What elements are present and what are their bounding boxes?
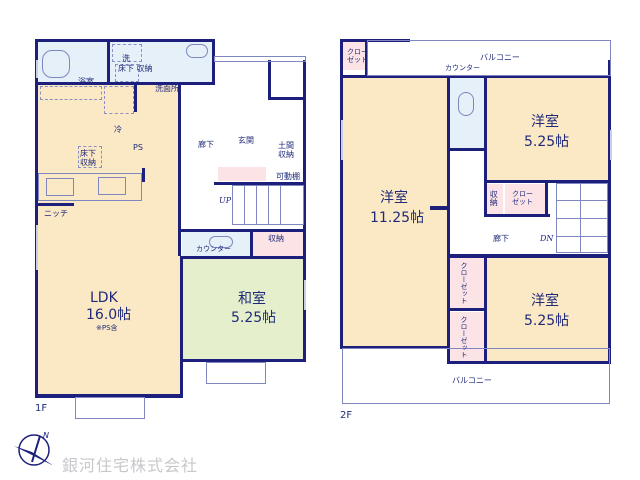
label-yoshitsu-w: 洋室 <box>380 190 408 206</box>
storage-2f <box>485 184 503 214</box>
label-entrance: 玄関 <box>238 136 254 145</box>
label-bath: 浴室 <box>78 77 94 86</box>
label-yoshitsu-se: 洋室 <box>531 293 559 309</box>
label-movable-shelf: 可動棚 <box>276 172 300 181</box>
toilet-icon-2f <box>458 92 474 116</box>
label-ldk-size: 16.0帖 <box>86 307 132 323</box>
kitchen-counter <box>38 173 142 201</box>
underfloor-storage-wash <box>115 64 139 82</box>
closet-2f-top <box>343 42 365 70</box>
label-yoshitsu-w-size: 11.25帖 <box>370 210 425 226</box>
label-underfloor-storage-kitchen: 床下 収納 <box>80 149 96 168</box>
label-closet-top: クロー ゼット <box>347 48 368 65</box>
label-hallway-2f: 廊下 <box>493 234 509 243</box>
label-counter-2f: カウンター <box>445 64 480 72</box>
label-fridge: 冷 <box>114 125 122 134</box>
underfloor-storage-kitchen <box>78 146 102 168</box>
storage-1f <box>253 232 303 256</box>
closet-2f-v2 <box>450 312 484 362</box>
svg-text:N: N <box>43 431 49 440</box>
label-washer: 洗 <box>122 54 130 63</box>
pantry-space <box>40 86 102 100</box>
label-closet-v2: クローゼット <box>460 316 469 358</box>
label-yoshitsu-ne-size: 5.25帖 <box>524 134 570 150</box>
label-stairs-up: UP <box>219 196 232 205</box>
toilet-icon-1f <box>209 236 233 248</box>
label-yoshitsu-ne: 洋室 <box>531 114 559 130</box>
label-ldk-note: ※PS含 <box>96 324 118 332</box>
label-hallway-1f: 廊下 <box>198 140 214 149</box>
label-washitsu: 和室 <box>238 291 266 307</box>
entrance-step <box>218 167 266 181</box>
kitchen-sink-icon <box>98 177 126 195</box>
label-storage-2f: 収納 <box>489 190 499 206</box>
label-balcony-top: バルコニー <box>480 53 520 62</box>
label-underfloor-storage-wash: 床下 収納 <box>118 64 153 73</box>
balcony-bottom <box>342 348 610 404</box>
balcony-top <box>367 40 611 76</box>
floor-tag-2f: 2F <box>340 410 353 421</box>
label-doma-storage: 土間 収納 <box>278 141 294 160</box>
bay-window-washitsu <box>206 362 266 384</box>
closet-2f-mid <box>505 184 545 214</box>
yoshitsu-se <box>487 258 611 362</box>
label-yoshitsu-se-size: 5.25帖 <box>524 313 570 329</box>
floor-tag-1f: 1F <box>35 403 48 414</box>
yoshitsu-west <box>343 78 447 346</box>
label-counter-1f: カウンター <box>196 245 231 253</box>
label-washitsu-size: 5.25帖 <box>231 310 277 326</box>
label-washroom: 洗面所 <box>155 84 179 93</box>
label-ps: PS <box>133 143 143 152</box>
washer-space <box>112 44 142 62</box>
sink-icon <box>186 44 208 58</box>
label-niche: ニッチ <box>44 209 68 218</box>
label-storage-1f: 収納 <box>268 234 284 243</box>
label-ldk: LDK <box>90 290 118 306</box>
label-balcony-bottom: バルコニー <box>452 376 492 385</box>
company-name: 銀河住宅株式会社 <box>62 456 199 475</box>
washroom <box>110 42 213 82</box>
label-closet-mid: クロー ゼット <box>512 190 533 207</box>
bay-window-ldk <box>75 397 145 419</box>
washitsu-room <box>182 258 303 362</box>
closet-2f-v1 <box>450 258 484 308</box>
label-stairs-dn: DN <box>540 234 554 243</box>
label-closet-v1: クローゼット <box>460 262 469 304</box>
fridge-space <box>104 86 134 114</box>
stove-icon <box>46 178 74 196</box>
yoshitsu-ne <box>487 78 611 180</box>
ldk-room <box>38 84 180 394</box>
north-arrow-icon: N <box>14 431 52 466</box>
bathtub-icon <box>42 50 70 78</box>
